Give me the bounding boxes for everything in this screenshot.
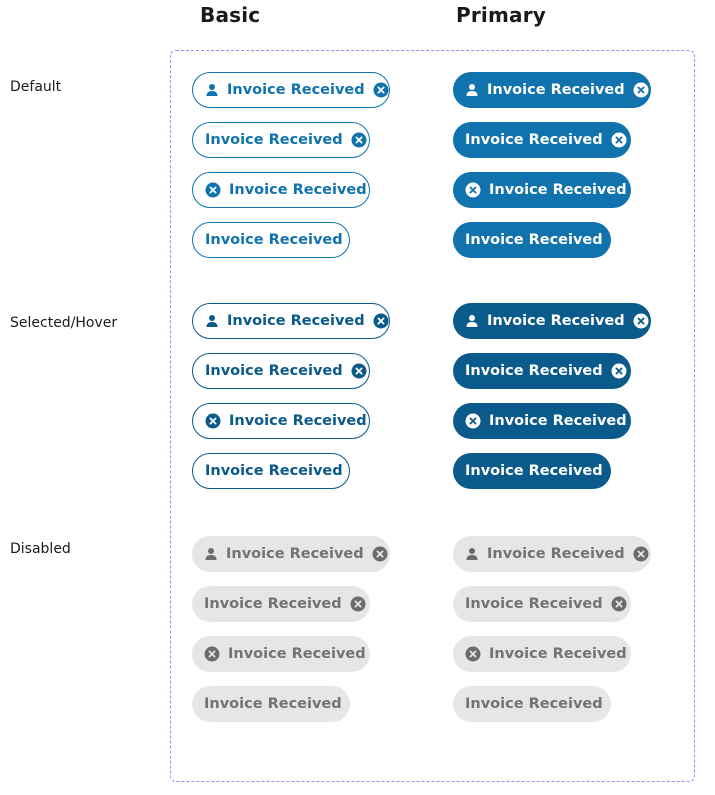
chip-label: Invoice Received <box>204 596 342 612</box>
close-circle-icon[interactable] <box>465 413 481 429</box>
chip-primary-disabled-person-close: Invoice Received <box>453 536 651 572</box>
person-icon <box>204 547 218 561</box>
row-label-selected-hover: Selected/Hover <box>10 315 118 331</box>
chip-label: Invoice Received <box>465 696 603 712</box>
chip-basic-default-close-leading[interactable]: Invoice Received <box>192 172 370 208</box>
chip-basic-disabled-plain: Invoice Received <box>192 686 350 722</box>
chip-basic-disabled-person-close: Invoice Received <box>192 536 390 572</box>
close-circle-icon <box>350 596 366 612</box>
chip-label: Invoice Received <box>229 182 367 198</box>
chip-label: Invoice Received <box>489 413 627 429</box>
close-circle-icon[interactable] <box>351 363 367 379</box>
chip-basic-disabled-close-trailing: Invoice Received <box>192 586 370 622</box>
person-icon <box>465 83 479 97</box>
chip-primary-default-close-trailing[interactable]: Invoice Received <box>453 122 631 158</box>
chip-basic-disabled-close-leading: Invoice Received <box>192 636 370 672</box>
chip-primary-disabled-plain: Invoice Received <box>453 686 611 722</box>
chip-label: Invoice Received <box>487 82 625 98</box>
person-icon <box>205 83 219 97</box>
chip-label: Invoice Received <box>465 232 603 248</box>
chip-basic-default-close-trailing[interactable]: Invoice Received <box>192 122 370 158</box>
chip-label: Invoice Received <box>229 413 367 429</box>
close-circle-icon[interactable] <box>351 132 367 148</box>
chip-label: Invoice Received <box>204 696 342 712</box>
chip-basic-selected-plain[interactable]: Invoice Received <box>192 453 350 489</box>
chip-label: Invoice Received <box>489 646 627 662</box>
close-circle-icon[interactable] <box>611 132 627 148</box>
chip-basic-selected-person-close[interactable]: Invoice Received <box>192 303 390 339</box>
row-label-default: Default <box>10 79 62 95</box>
chip-label: Invoice Received <box>205 363 343 379</box>
chip-label: Invoice Received <box>489 182 627 198</box>
column-heading-basic: Basic <box>200 3 261 27</box>
close-circle-icon[interactable] <box>611 363 627 379</box>
close-circle-icon[interactable] <box>205 182 221 198</box>
chip-primary-disabled-close-trailing: Invoice Received <box>453 586 631 622</box>
chip-label: Invoice Received <box>487 546 625 562</box>
close-circle-icon <box>465 646 481 662</box>
chip-label: Invoice Received <box>465 463 603 479</box>
chip-primary-disabled-close-leading: Invoice Received <box>453 636 631 672</box>
chip-label: Invoice Received <box>205 463 343 479</box>
close-circle-icon <box>633 546 649 562</box>
close-circle-icon <box>204 646 220 662</box>
close-circle-icon[interactable] <box>633 313 649 329</box>
chip-label: Invoice Received <box>465 132 603 148</box>
chip-label: Invoice Received <box>205 132 343 148</box>
chip-label: Invoice Received <box>227 82 365 98</box>
close-circle-icon[interactable] <box>205 413 221 429</box>
chip-primary-default-close-leading[interactable]: Invoice Received <box>453 172 631 208</box>
chip-label: Invoice Received <box>227 313 365 329</box>
chip-primary-default-person-close[interactable]: Invoice Received <box>453 72 651 108</box>
chip-label: Invoice Received <box>228 646 366 662</box>
close-circle-icon <box>372 546 388 562</box>
chip-basic-selected-close-leading[interactable]: Invoice Received <box>192 403 370 439</box>
chip-primary-selected-close-leading[interactable]: Invoice Received <box>453 403 631 439</box>
close-circle-icon[interactable] <box>373 82 389 98</box>
person-icon <box>465 547 479 561</box>
chip-label: Invoice Received <box>205 232 343 248</box>
chip-label: Invoice Received <box>465 596 603 612</box>
chip-label: Invoice Received <box>487 313 625 329</box>
chip-basic-default-plain[interactable]: Invoice Received <box>192 222 350 258</box>
person-icon <box>465 314 479 328</box>
column-heading-primary: Primary <box>456 3 547 27</box>
chip-primary-selected-close-trailing[interactable]: Invoice Received <box>453 353 631 389</box>
chip-primary-selected-person-close[interactable]: Invoice Received <box>453 303 651 339</box>
row-label-disabled: Disabled <box>10 541 71 557</box>
close-circle-icon[interactable] <box>465 182 481 198</box>
chip-primary-selected-plain[interactable]: Invoice Received <box>453 453 611 489</box>
close-circle-icon <box>611 596 627 612</box>
person-icon <box>205 314 219 328</box>
chip-label: Invoice Received <box>226 546 364 562</box>
chip-basic-selected-close-trailing[interactable]: Invoice Received <box>192 353 370 389</box>
chip-basic-default-person-close[interactable]: Invoice Received <box>192 72 390 108</box>
chip-showcase-frame <box>170 50 695 782</box>
close-circle-icon[interactable] <box>633 82 649 98</box>
chip-label: Invoice Received <box>465 363 603 379</box>
chip-primary-default-plain[interactable]: Invoice Received <box>453 222 611 258</box>
close-circle-icon[interactable] <box>373 313 389 329</box>
